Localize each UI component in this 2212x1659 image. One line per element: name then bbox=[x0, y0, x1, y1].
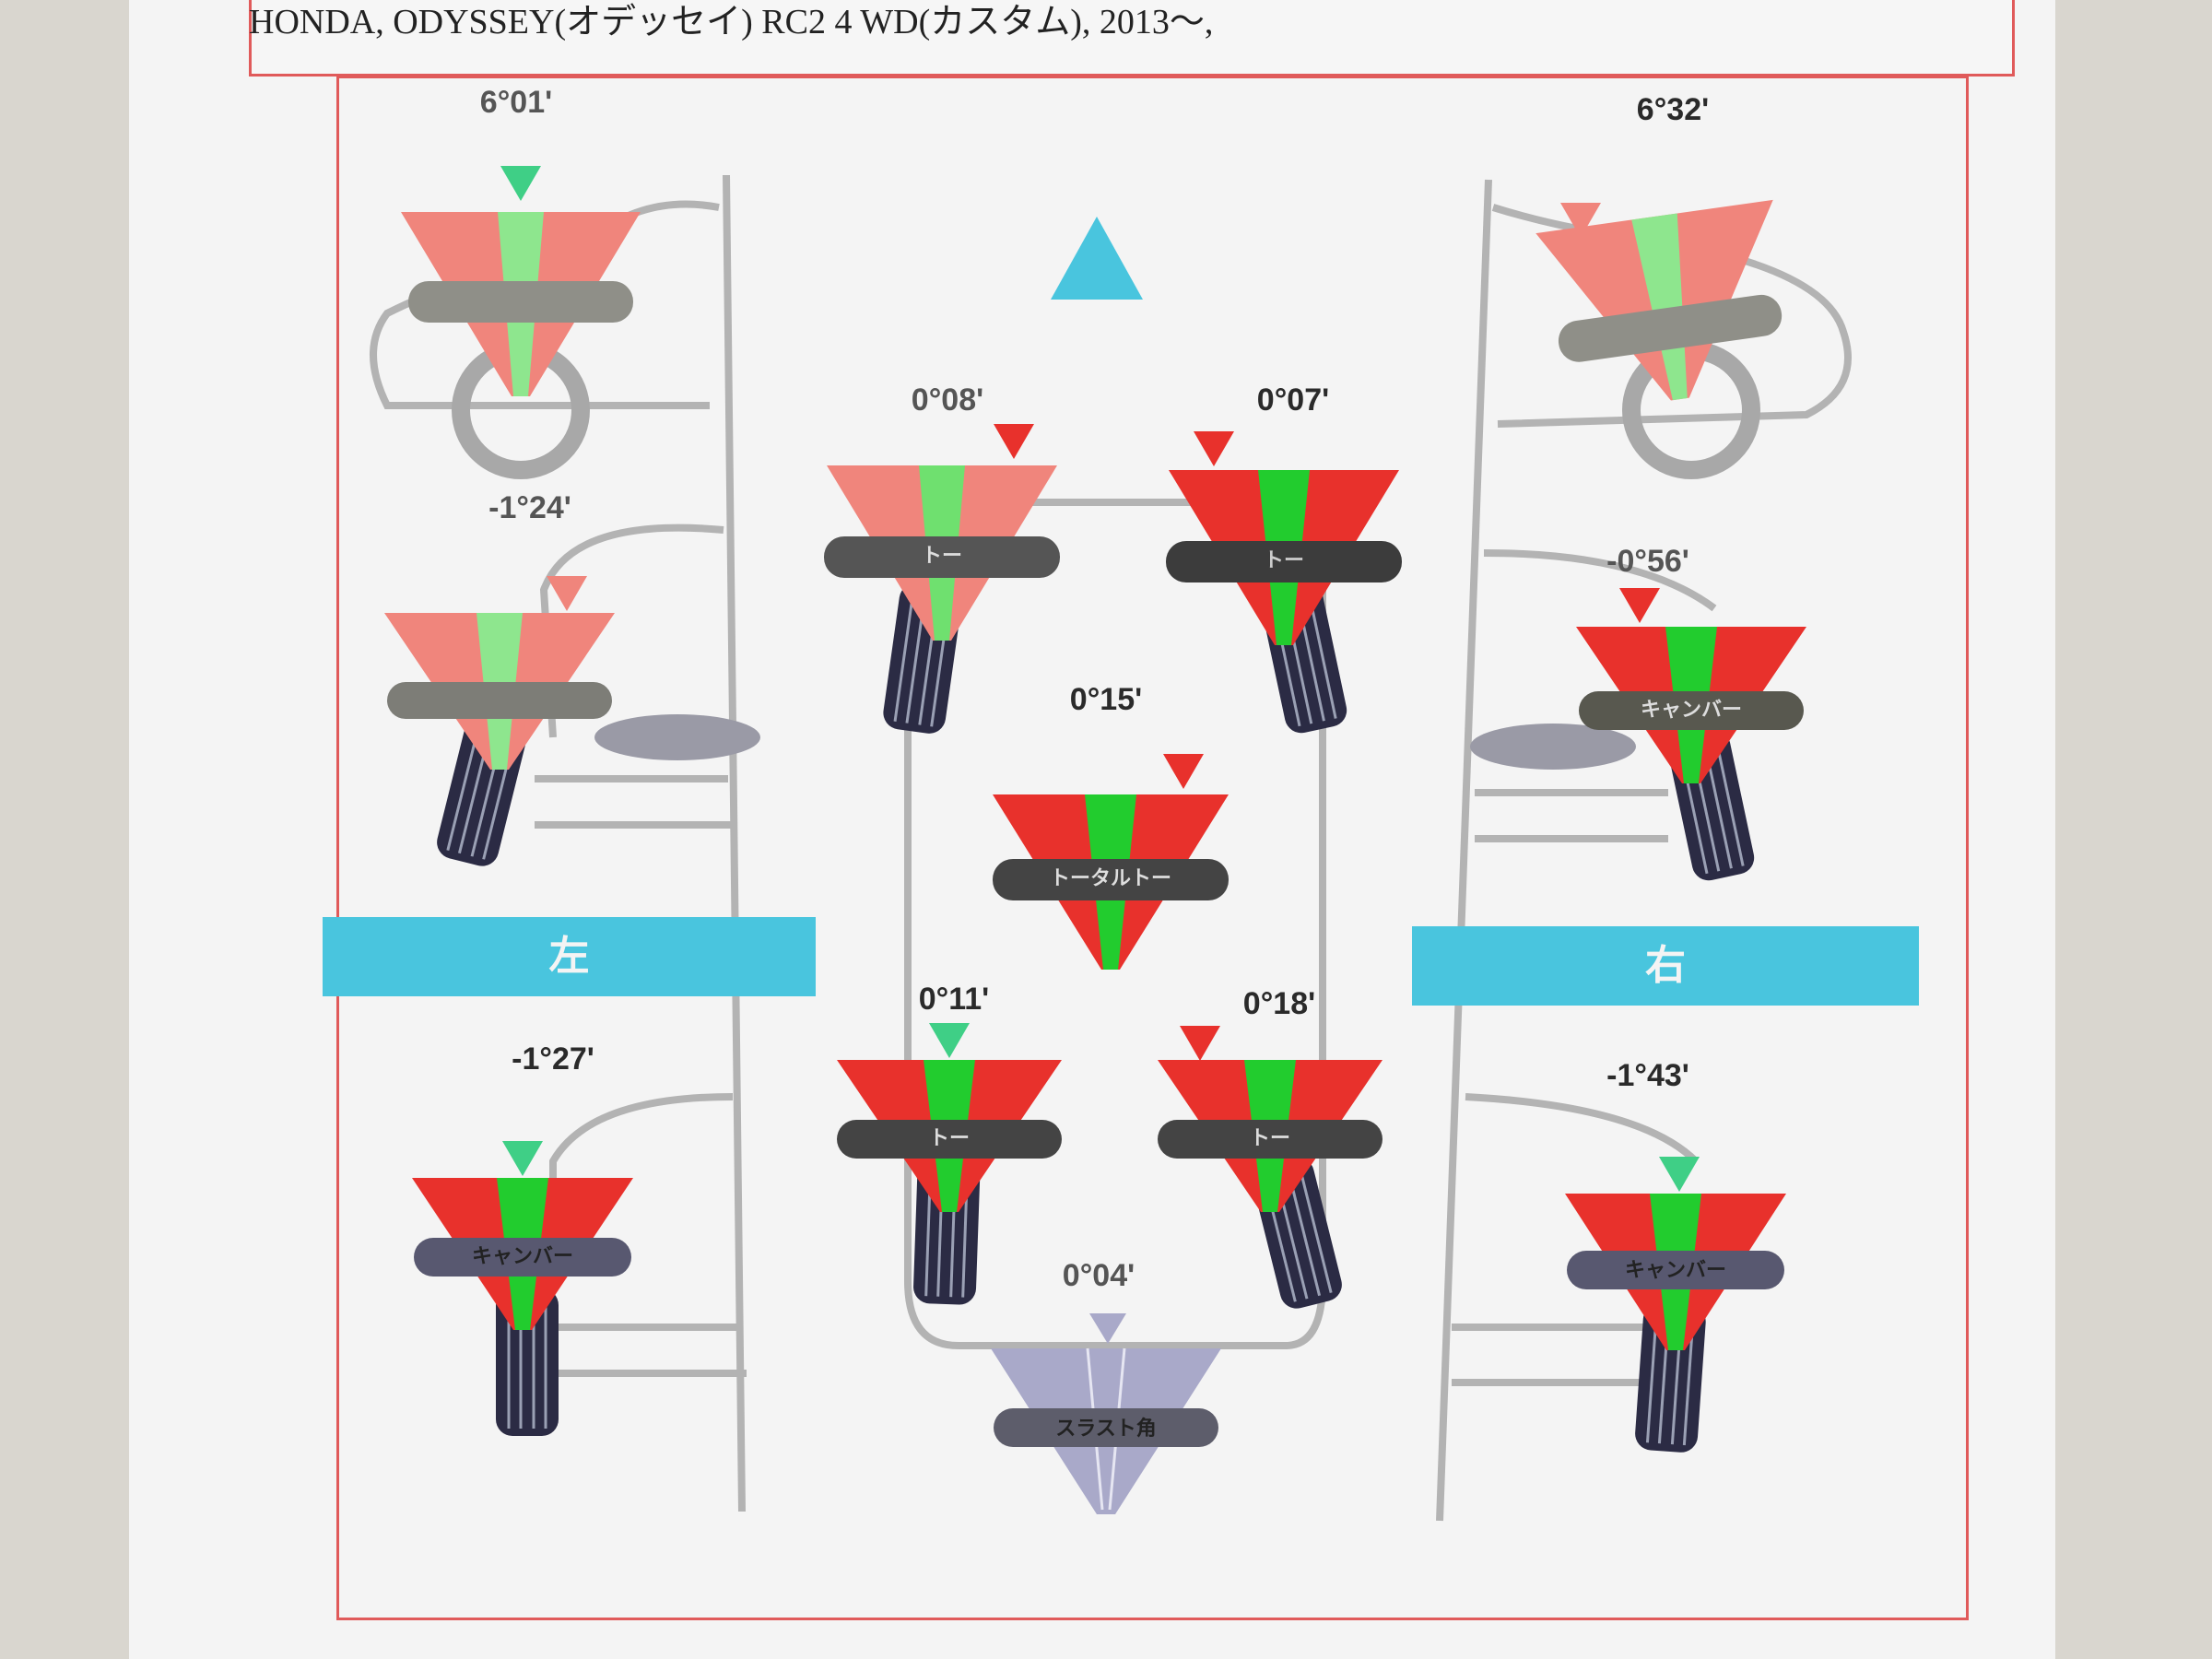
title-bar bbox=[249, 0, 2015, 76]
front-left-toe-label: トー bbox=[921, 544, 962, 567]
front-left-toe-gauge bbox=[824, 465, 1060, 737]
thrust-angle-label: スラスト角 bbox=[1055, 1417, 1157, 1440]
left-front-camber-gauge bbox=[384, 613, 615, 871]
right-caster-value: 6°32' bbox=[1636, 92, 1710, 127]
triangle-up-icon bbox=[1051, 217, 1143, 300]
right-rear-camber-gauge bbox=[1565, 1194, 1786, 1455]
rear-left-toe-value: 0°11' bbox=[918, 982, 990, 1017]
right-rear-camber-label: キャンバー bbox=[1624, 1258, 1726, 1281]
total-toe-label: トータルトー bbox=[1049, 866, 1171, 889]
right-front-camber-gauge bbox=[1576, 627, 1806, 886]
triangle-down-icon bbox=[1619, 588, 1660, 623]
triangle-down-icon bbox=[1180, 1026, 1220, 1061]
rear-left-toe-gauge bbox=[837, 1060, 1062, 1307]
triangle-down-icon bbox=[1163, 754, 1204, 789]
left-side-bar: 左 bbox=[323, 917, 816, 996]
triangle-down-icon bbox=[1089, 1313, 1126, 1344]
rear-right-toe-value: 0°18' bbox=[1242, 986, 1316, 1021]
right-rear-camber-value: -1°43' bbox=[1606, 1058, 1689, 1093]
thrust-angle-gauge bbox=[991, 1347, 1221, 1514]
front-right-toe-label: トー bbox=[1263, 548, 1304, 571]
right-front-camber-label: キャンバー bbox=[1640, 698, 1742, 721]
alignment-frame bbox=[336, 76, 1969, 1620]
left-caster-gauge bbox=[401, 166, 641, 396]
triangle-down-icon bbox=[994, 424, 1034, 459]
thrust-angle-value: 0°04' bbox=[1062, 1258, 1135, 1293]
rear-left-toe-label: トー bbox=[928, 1126, 970, 1149]
left-disc bbox=[594, 714, 760, 760]
vehicle-title: HONDA, ODYSSEY(オデッセイ) RC2 4 WD(カスタム), 20… bbox=[249, 3, 1214, 41]
triangle-down-icon bbox=[547, 576, 587, 611]
left-rear-camber-value: -1°27' bbox=[512, 1041, 594, 1077]
right-disc bbox=[1470, 724, 1636, 770]
triangle-down-icon bbox=[500, 166, 541, 201]
right-front-camber-value: -0°56' bbox=[1606, 544, 1689, 579]
left-caster-value: 6°01' bbox=[479, 85, 553, 120]
left-front-camber-value: -1°24' bbox=[488, 490, 571, 525]
right-side-bar: 右 bbox=[1412, 926, 1919, 1006]
front-left-toe-value: 0°08' bbox=[911, 382, 984, 418]
rear-right-toe-label: トー bbox=[1249, 1126, 1290, 1149]
left-rear-camber-label: キャンバー bbox=[471, 1244, 573, 1267]
total-toe-gauge bbox=[993, 794, 1229, 970]
triangle-down-icon bbox=[502, 1141, 543, 1176]
left-rear-camber-gauge bbox=[412, 1178, 633, 1438]
rear-right-toe-gauge bbox=[1158, 1060, 1382, 1313]
front-right-toe-value: 0°07' bbox=[1256, 382, 1330, 418]
right-caster-gauge bbox=[1535, 199, 1783, 401]
triangle-down-icon bbox=[1560, 203, 1601, 238]
triangle-down-icon bbox=[1194, 431, 1234, 466]
front-right-toe-gauge bbox=[1166, 470, 1402, 738]
triangle-down-icon bbox=[1659, 1157, 1700, 1192]
total-toe-value: 0°15' bbox=[1069, 682, 1143, 717]
triangle-down-icon bbox=[929, 1023, 970, 1058]
